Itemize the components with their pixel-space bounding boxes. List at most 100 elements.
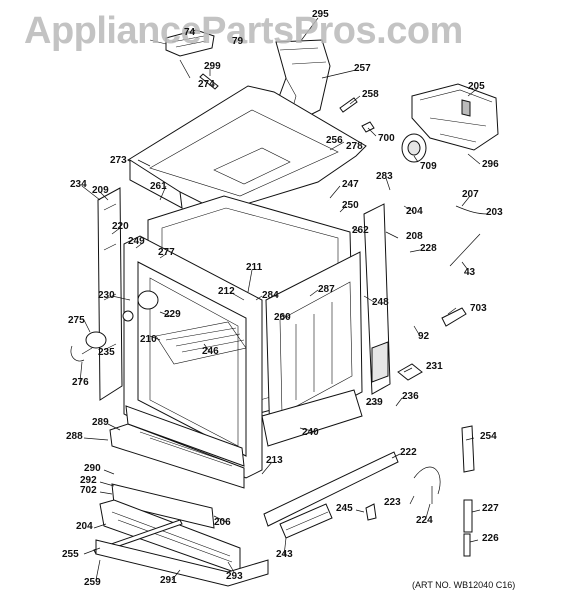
callout-254: 254 <box>480 431 497 442</box>
callout-291: 291 <box>160 575 177 586</box>
callout-231: 231 <box>426 361 443 372</box>
part-230 <box>137 290 159 310</box>
part-bottom-assembly <box>109 389 363 489</box>
part-227 <box>463 499 473 533</box>
callout-245: 245 <box>336 503 353 514</box>
part-ignition-bracket <box>149 29 215 57</box>
part-right-side-panel <box>265 251 363 441</box>
callout-247: 247 <box>342 179 359 190</box>
callout-222: 222 <box>400 447 417 458</box>
part-right-strip <box>363 203 391 395</box>
callout-259: 259 <box>84 577 101 588</box>
callout-234: 234 <box>70 179 87 190</box>
callout-703: 703 <box>470 303 487 314</box>
callout-208: 208 <box>406 231 423 242</box>
art-number: (ART NO. WB12040 C16) <box>412 580 516 590</box>
part-rear-bracket-205 <box>411 83 499 151</box>
callout-284: 284 <box>262 290 279 301</box>
callout-235: 235 <box>98 347 115 358</box>
callout-226: 226 <box>482 533 499 544</box>
callout-230: 230 <box>98 290 115 301</box>
part-drawer <box>99 483 241 575</box>
callout-261: 261 <box>150 181 167 192</box>
callout-702: 702 <box>80 485 97 496</box>
part-pin-299 <box>199 73 219 90</box>
part-upper-side-273 <box>129 159 183 209</box>
callout-74: 74 <box>184 27 196 38</box>
callout-240: 240 <box>302 427 319 438</box>
part-709-disc <box>401 133 427 163</box>
part-229 <box>122 310 134 322</box>
callout-213: 213 <box>266 455 283 466</box>
callout-209: 209 <box>92 185 109 196</box>
callout-277: 277 <box>158 247 175 258</box>
part-231 <box>397 363 423 381</box>
part-wire-203 <box>455 205 489 215</box>
callout-248: 248 <box>372 297 389 308</box>
callout-275: 275 <box>68 315 85 326</box>
callout-274: 274 <box>198 79 215 90</box>
callout-256: 256 <box>326 135 343 146</box>
callout-227: 227 <box>482 503 499 514</box>
part-lamp-275 <box>85 331 107 349</box>
part-clip-276 <box>70 345 85 362</box>
part-oven-rack <box>155 321 247 365</box>
callout-299: 299 <box>204 61 221 72</box>
callout-204-lower: 204 <box>76 521 93 532</box>
callout-276: 276 <box>72 377 89 388</box>
callout-287: 287 <box>318 284 335 295</box>
callout-220: 220 <box>112 221 129 232</box>
part-bracket-254 <box>461 425 475 473</box>
callout-224: 224 <box>416 515 433 526</box>
callout-273: 273 <box>110 155 127 166</box>
part-screw-245 <box>365 503 377 521</box>
callout-288: 288 <box>66 431 83 442</box>
callout-283: 283 <box>376 171 393 182</box>
callout-257: 257 <box>354 63 371 74</box>
callout-258: 258 <box>362 89 379 100</box>
callout-293: 293 <box>226 571 243 582</box>
callout-229: 229 <box>164 309 181 320</box>
part-clamp-224 <box>413 466 441 504</box>
callout-205: 205 <box>468 81 485 92</box>
part-703 <box>441 307 467 327</box>
callout-203: 203 <box>486 207 503 218</box>
callout-260: 260 <box>274 312 291 323</box>
callout-92: 92 <box>418 331 430 342</box>
part-cabinet-top <box>127 85 367 213</box>
callout-289: 289 <box>92 417 109 428</box>
callout-236: 236 <box>402 391 419 402</box>
callout-262: 262 <box>352 225 369 236</box>
leader-lines <box>79 17 481 581</box>
callout-700: 700 <box>378 133 395 144</box>
part-base-plate <box>95 539 269 587</box>
callout-709: 709 <box>420 161 437 172</box>
callout-255: 255 <box>62 549 79 560</box>
part-wire-43 <box>449 233 481 267</box>
callout-249: 249 <box>128 236 145 247</box>
callout-278: 278 <box>346 141 363 152</box>
callout-204-upper: 204 <box>406 206 423 217</box>
callout-43: 43 <box>464 267 476 278</box>
part-226 <box>463 533 471 557</box>
callout-292: 292 <box>80 475 97 486</box>
callout-206: 206 <box>214 517 231 528</box>
callout-211: 211 <box>246 262 263 273</box>
callout-250: 250 <box>342 200 359 211</box>
callout-228: 228 <box>420 243 437 254</box>
callout-246: 246 <box>202 346 219 357</box>
callout-295: 295 <box>312 9 329 20</box>
callout-239: 239 <box>366 397 383 408</box>
part-burner-rail <box>263 451 399 539</box>
callout-296: 296 <box>482 159 499 170</box>
callout-79: 79 <box>232 36 244 47</box>
part-700 <box>361 121 375 133</box>
callout-207: 207 <box>462 189 479 200</box>
watermark-text: AppliancePartsPros.com <box>24 10 463 52</box>
callout-243: 243 <box>276 549 293 560</box>
callout-212: 212 <box>218 286 235 297</box>
callout-223: 223 <box>384 497 401 508</box>
callout-210: 210 <box>140 334 157 345</box>
